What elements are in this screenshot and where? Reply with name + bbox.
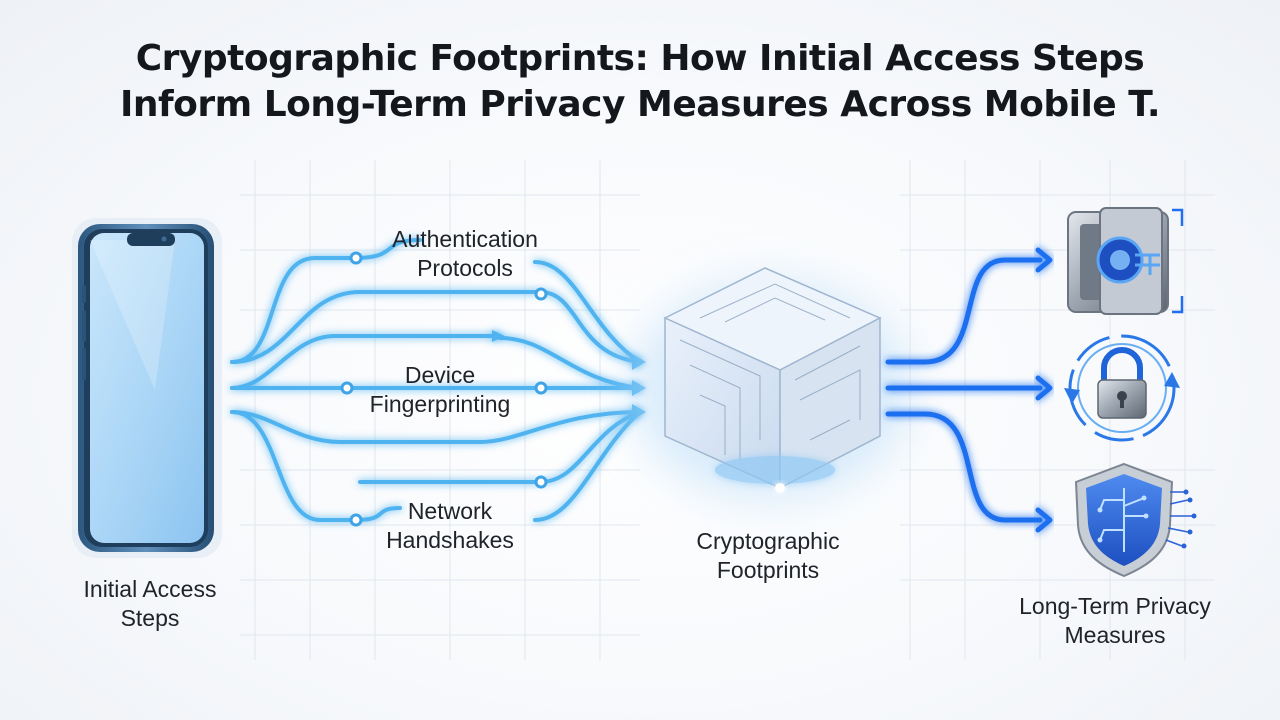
- padlock-cycle-icon: [1064, 334, 1180, 442]
- source-label: Initial Access Steps: [83, 576, 217, 631]
- title-line-2: Inform Long-Term Privacy Measures Across…: [119, 84, 1161, 125]
- background-grid: [240, 160, 1215, 660]
- flow-line-top-c: [533, 260, 642, 364]
- flow-line-bot-a: [230, 410, 402, 522]
- title-line-1: Cryptographic Footprints: How Initial Ac…: [135, 38, 1145, 79]
- step-label-fingerprinting: Device Fingerprinting: [369, 362, 511, 417]
- access-flow-lines: [230, 238, 642, 522]
- measure-arrowheads: [1035, 247, 1053, 533]
- vault-door-icon: [1067, 207, 1184, 315]
- flow-line-mid-d: [498, 336, 642, 390]
- flow-line-top-a: [230, 238, 422, 364]
- arrowhead-icon: [1035, 507, 1053, 533]
- step-label-handshakes: Network Handshakes: [386, 498, 514, 553]
- flow-node: [349, 251, 363, 265]
- flow-line-bot-b: [358, 410, 642, 484]
- step-label-authentication: Authentication Protocols: [392, 226, 538, 281]
- flow-node: [534, 475, 548, 489]
- flow-nodes: [340, 251, 548, 527]
- flow-line-to-vault: [885, 257, 1043, 365]
- flow-node: [534, 287, 548, 301]
- glowing-cube-icon: [630, 267, 910, 500]
- flow-line-mid-c: [230, 410, 642, 444]
- flow-node: [340, 381, 354, 395]
- flow-line-mid-a: [230, 334, 500, 390]
- arrowhead-icon: [1035, 247, 1053, 273]
- result-label: Long-Term Privacy Measures: [1019, 593, 1211, 648]
- arrowhead-icon: [492, 330, 505, 342]
- flow-line-bot-c: [533, 410, 642, 522]
- circuit-shield-icon: [1074, 462, 1197, 578]
- arrowhead-icon: [1035, 375, 1053, 401]
- flow-line-to-shield: [885, 411, 1043, 523]
- flow-node: [349, 513, 363, 527]
- flow-line-top-b: [230, 290, 642, 364]
- hub-label: Cryptographic Footprints: [696, 528, 840, 583]
- flow-node: [534, 381, 548, 395]
- smartphone-icon: [72, 218, 222, 558]
- measures-flow-lines: [885, 257, 1043, 523]
- page-title: Cryptographic Footprints: How Initial Ac…: [0, 36, 1280, 128]
